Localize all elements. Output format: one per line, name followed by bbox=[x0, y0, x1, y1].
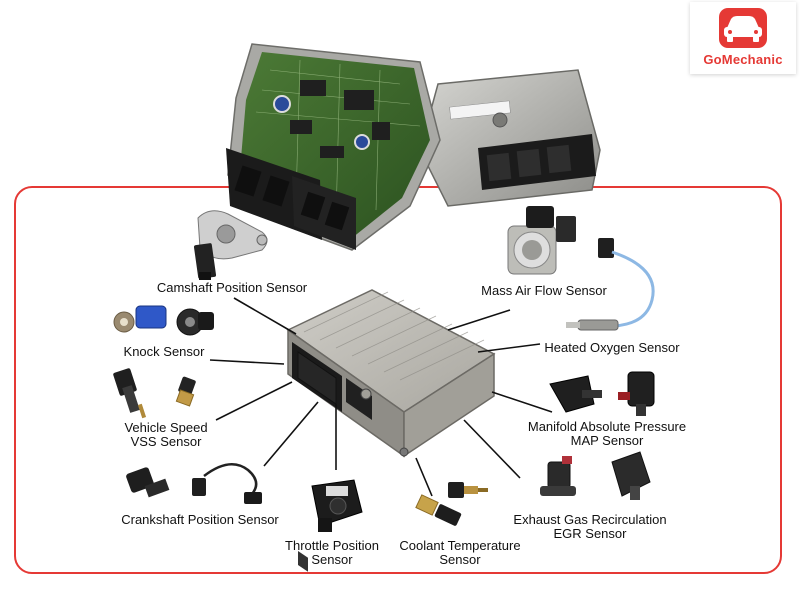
line-egr bbox=[464, 420, 520, 478]
knock-sensor-blue-image bbox=[114, 306, 166, 332]
crankshaft-sensor-image bbox=[125, 466, 169, 497]
crankshaft-sensor-wired-image bbox=[192, 464, 262, 504]
map-sensor-second-image bbox=[618, 372, 654, 416]
ecu-grey-unit bbox=[420, 70, 600, 206]
knock-sensor-black-image bbox=[177, 309, 214, 335]
label-maf: Mass Air Flow Sensor bbox=[481, 283, 607, 298]
camshaft-sensor-image bbox=[194, 211, 267, 280]
label-oxygen: Heated Oxygen Sensor bbox=[544, 340, 680, 355]
line-vss bbox=[216, 382, 292, 420]
line-knock bbox=[210, 360, 284, 364]
ecu-circuit-board bbox=[226, 44, 440, 250]
vss-sensor-black-image bbox=[113, 368, 146, 418]
line-oxygen bbox=[478, 344, 540, 352]
label-knock: Knock Sensor bbox=[124, 344, 206, 359]
line-camshaft bbox=[234, 298, 296, 334]
line-map bbox=[492, 392, 552, 412]
map-sensor-image bbox=[550, 376, 602, 412]
line-maf bbox=[448, 310, 510, 330]
label-crankshaft: Crankshaft Position Sensor bbox=[121, 512, 279, 527]
line-crankshaft bbox=[264, 402, 318, 466]
line-coolant bbox=[416, 458, 432, 496]
vss-sensor-brass-image bbox=[176, 376, 196, 406]
egr-sensor-second-image bbox=[612, 452, 650, 500]
maf-sensor-image bbox=[508, 206, 576, 274]
egr-sensor-image bbox=[540, 456, 576, 496]
label-camshaft: Camshaft Position Sensor bbox=[157, 280, 308, 295]
coolant-sensor-yellow-image bbox=[416, 495, 462, 527]
coolant-sensor-black-image bbox=[448, 482, 488, 498]
throttle-sensor-image bbox=[312, 480, 362, 532]
